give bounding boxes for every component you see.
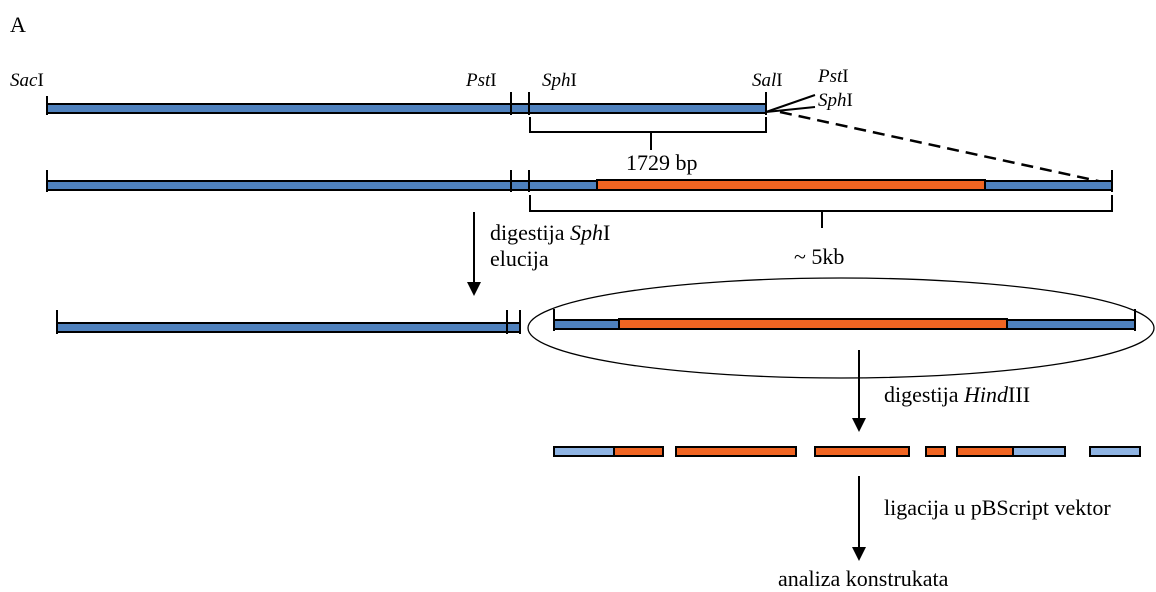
selection-ellipse bbox=[527, 277, 1155, 379]
fragment-2-insert bbox=[675, 446, 797, 457]
bracket-1729-lines bbox=[529, 117, 767, 133]
row3-right-fragment bbox=[553, 309, 1136, 331]
fragment-6-vector bbox=[1089, 446, 1141, 457]
arrow-step2-head bbox=[852, 418, 866, 432]
step3-label: ligacija u pBScript vektor bbox=[884, 495, 1111, 520]
row3-orange-insert bbox=[618, 318, 1008, 330]
row1-dna-fragment bbox=[46, 92, 1113, 186]
size-label-1729bp: 1729 bp bbox=[626, 150, 698, 175]
arrow-step1 bbox=[467, 212, 481, 296]
insertion-dashed-line bbox=[779, 110, 1113, 186]
size-label-5kb: ~ 5kb bbox=[794, 244, 844, 269]
arrow-step3-head bbox=[852, 547, 866, 561]
site-label-sphi-1: SphI bbox=[542, 70, 577, 91]
site-label-saci: SacI bbox=[10, 70, 44, 91]
step2-label: digestija HindIII bbox=[884, 382, 1030, 407]
row1-psti-leader bbox=[765, 94, 816, 113]
row2-dna-construct bbox=[46, 170, 1113, 192]
row2-orange-insert bbox=[596, 179, 986, 191]
arrow-step1-head bbox=[467, 282, 481, 296]
bracket-1729bp bbox=[529, 117, 767, 150]
site-label-psti-2: PstI bbox=[817, 66, 849, 87]
site-label-psti-1: PstI bbox=[465, 70, 497, 91]
row1-sphi-leader bbox=[765, 106, 816, 113]
panel-label: A bbox=[10, 12, 26, 37]
arrow-step3 bbox=[852, 476, 866, 561]
fragment-5-vector bbox=[1012, 446, 1066, 457]
step1-label-line1: digestija SphI bbox=[490, 220, 610, 245]
bracket-5kb-lines bbox=[529, 195, 1113, 212]
fragment-5-insert bbox=[956, 446, 1014, 457]
row4-hindiii-fragments bbox=[553, 446, 1141, 457]
row1-blue-bar bbox=[46, 103, 767, 114]
site-label-sphi-2: SphI bbox=[818, 90, 853, 111]
arrow-step2 bbox=[852, 350, 866, 432]
fragment-3-insert bbox=[814, 446, 910, 457]
row3-left-blue-bar bbox=[56, 322, 521, 333]
site-label-sali: SalI bbox=[752, 70, 783, 91]
step4-label: analiza konstrukata bbox=[778, 566, 949, 591]
fragment-4-insert bbox=[925, 446, 946, 457]
fragment-1-insert bbox=[613, 446, 664, 457]
row3-left-fragment bbox=[56, 310, 521, 334]
bracket-5kb bbox=[529, 195, 1113, 228]
step1-label-line2: elucija bbox=[490, 246, 549, 271]
fragment-1-vector bbox=[553, 446, 615, 457]
